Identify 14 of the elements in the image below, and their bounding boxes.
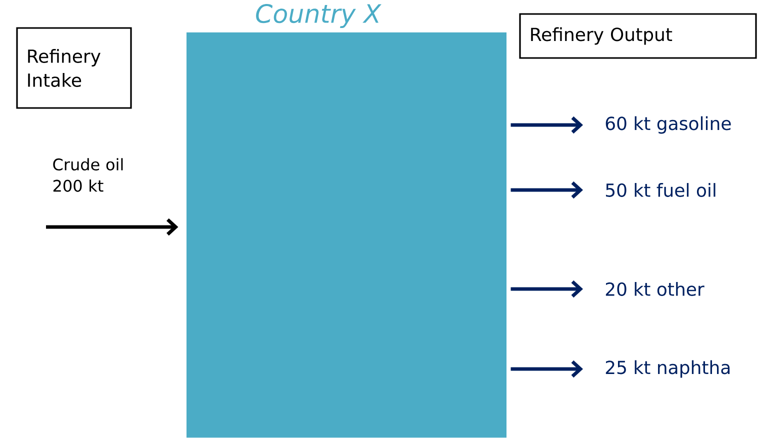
arrow	[510, 280, 583, 298]
arrow	[510, 116, 583, 134]
output-label: 60 kt gasoline	[606, 116, 731, 134]
heading-box: Refinery Output	[519, 13, 757, 59]
output-label: 25 kt naphtha	[606, 360, 730, 378]
arrow	[46, 218, 178, 236]
output-label: 50 kt fuel oil	[606, 183, 716, 197]
title: Country X	[256, 4, 382, 28]
country-block	[186, 32, 506, 438]
heading-box: Refinery Intake	[16, 27, 132, 109]
arrow	[510, 360, 583, 378]
edge-label: Crude oil 200 kt	[53, 158, 123, 192]
output-label: 20 kt other	[606, 282, 704, 296]
arrow	[510, 181, 583, 199]
